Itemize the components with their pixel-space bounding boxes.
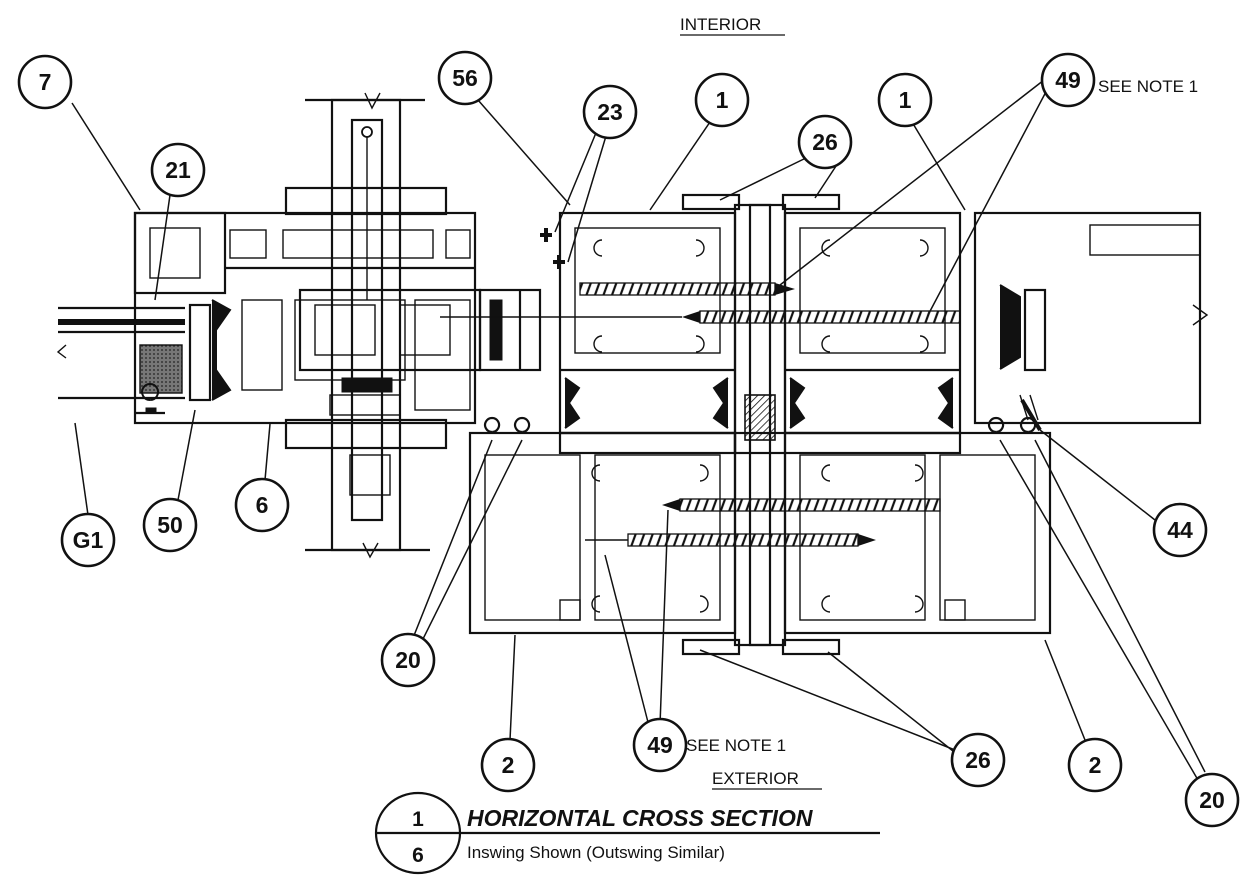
svg-text:7: 7: [39, 69, 52, 95]
svg-text:20: 20: [395, 647, 421, 673]
callout-49-top: 49: [1040, 52, 1096, 108]
frame-exterior-right: [781, 431, 1052, 656]
svg-text:2: 2: [1089, 752, 1102, 778]
callout-1-right: 1: [877, 72, 933, 128]
callout-49-bottom: 49: [632, 717, 688, 773]
callout-26-top: 26: [797, 114, 853, 170]
callout-21: 21: [150, 142, 206, 198]
see-note-bottom: SEE NOTE 1: [686, 736, 786, 755]
see-note-top: SEE NOTE 1: [1098, 77, 1198, 96]
svg-text:21: 21: [165, 157, 191, 183]
callout-20-left: 20: [380, 632, 436, 688]
detail-subtitle: Inswing Shown (Outswing Similar): [467, 843, 725, 862]
svg-text:20: 20: [1199, 787, 1225, 813]
svg-text:56: 56: [452, 65, 478, 91]
svg-text:2: 2: [502, 752, 515, 778]
callout-44: 44: [1152, 502, 1208, 558]
callout-20-right: 20: [1184, 772, 1240, 828]
fasteners: [540, 228, 1042, 432]
svg-text:26: 26: [812, 129, 838, 155]
detail-title: HORIZONTAL CROSS SECTION: [467, 805, 813, 831]
svg-text:1: 1: [716, 87, 729, 113]
svg-text:49: 49: [1055, 67, 1081, 93]
callout-G1: G1: [60, 512, 116, 568]
svg-text:6: 6: [256, 492, 269, 518]
callout-2-right: 2: [1067, 737, 1123, 793]
svg-text:44: 44: [1167, 517, 1193, 543]
anchor-screws: [440, 282, 961, 547]
svg-text:23: 23: [597, 99, 623, 125]
exterior-label: EXTERIOR: [712, 769, 799, 788]
callout-2-left: 2: [480, 737, 536, 793]
svg-text:G1: G1: [73, 527, 104, 553]
center-tube: [558, 203, 962, 647]
callout-56: 56: [437, 50, 493, 106]
svg-text:26: 26: [965, 747, 991, 773]
leader-lines: [71, 79, 1206, 781]
detail-title-block: 1 6 HORIZONTAL CROSS SECTION Inswing Sho…: [374, 791, 880, 875]
detail-number: 1: [412, 808, 424, 831]
svg-text:50: 50: [157, 512, 183, 538]
interior-label: INTERIOR: [680, 15, 761, 34]
callout-26-bottom: 26: [950, 732, 1006, 788]
callout-6: 6: [234, 477, 290, 533]
svg-text:1: 1: [899, 87, 912, 113]
callout-1-left: 1: [694, 72, 750, 128]
callout-7: 7: [17, 54, 73, 110]
callout-23: 23: [582, 84, 638, 140]
sidelite-frame-right: [973, 211, 1209, 425]
lock-hardware: [284, 92, 542, 559]
glass-unit: [56, 306, 185, 400]
sheet-number: 6: [412, 844, 424, 867]
door-stile-profile: [133, 211, 477, 425]
frame-exterior-left: [468, 431, 741, 656]
svg-text:49: 49: [647, 732, 673, 758]
callout-50: 50: [142, 497, 198, 553]
